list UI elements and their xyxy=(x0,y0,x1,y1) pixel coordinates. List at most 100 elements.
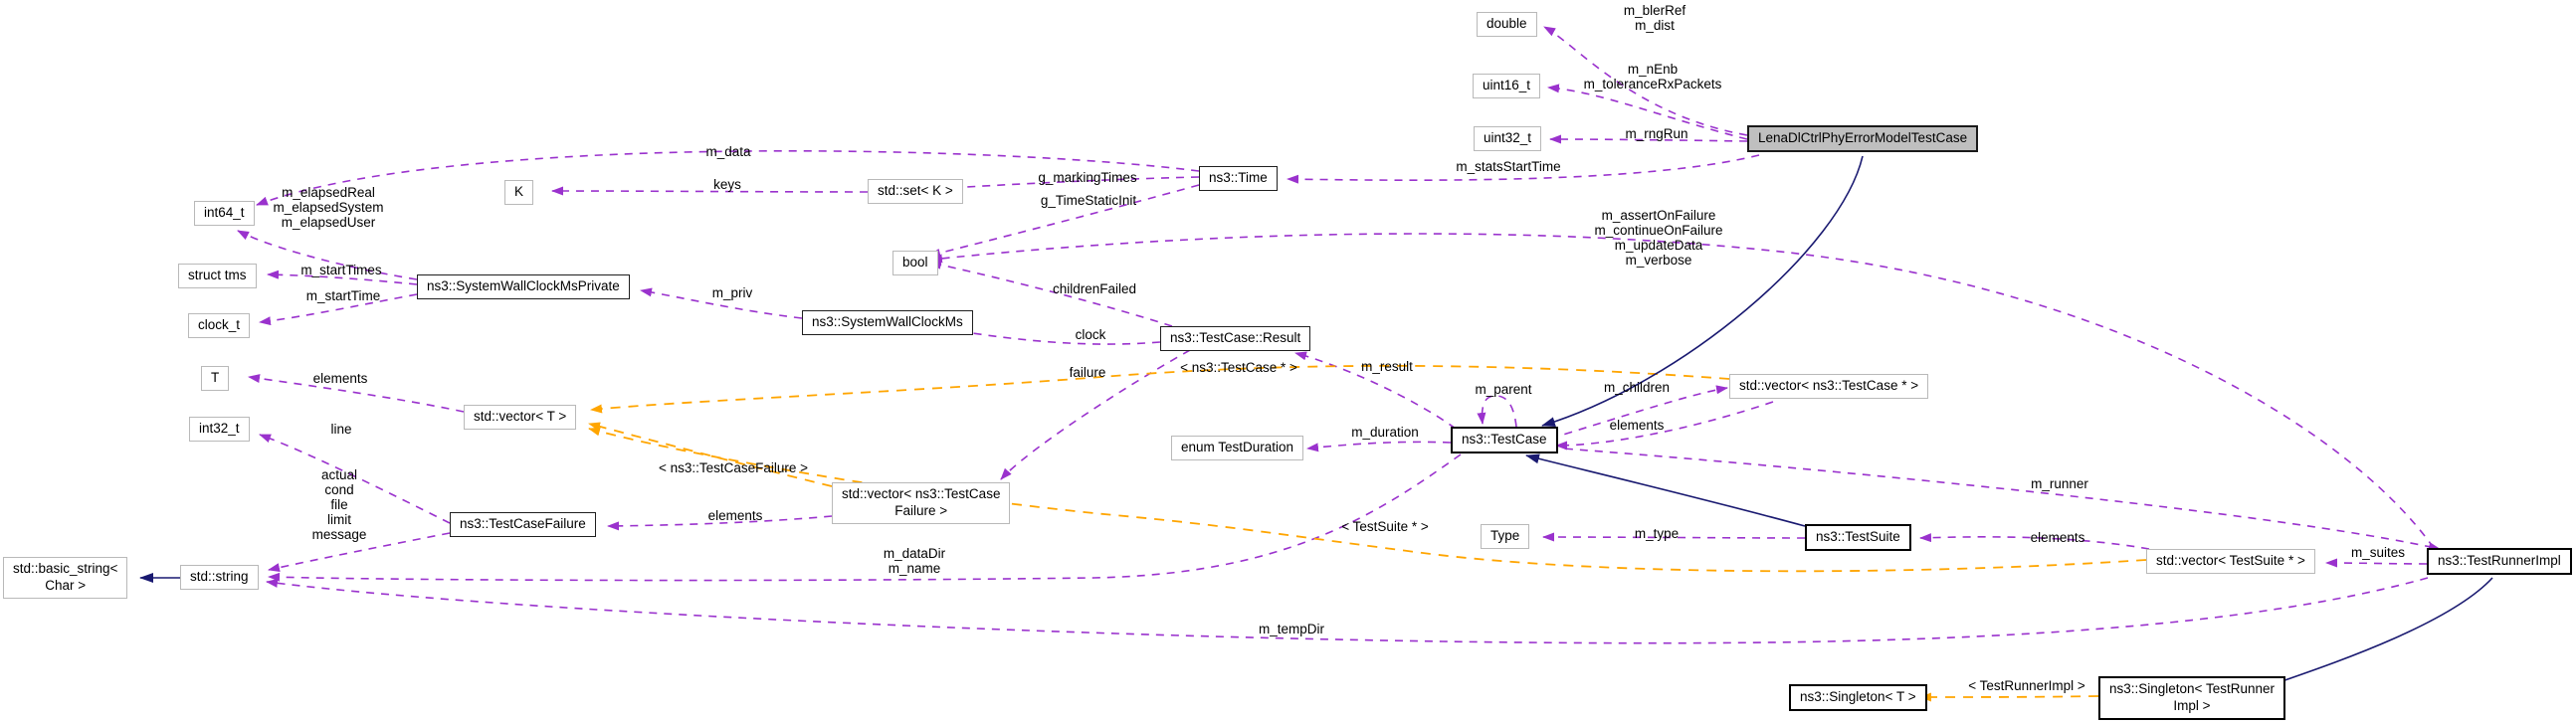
edge-elements-ts xyxy=(1919,533,2150,550)
edge-g-timestaticinit xyxy=(928,184,1200,258)
node-std-basic-string-char: std::basic_string< Char > xyxy=(3,557,128,599)
edge-label-failure: failure xyxy=(1069,365,1106,380)
node-std-vector-ns3-testcase-ptr: std::vector< ns3::TestCase * > xyxy=(1729,374,1929,399)
edge-m-suites xyxy=(2325,558,2428,568)
edge-m-nenb xyxy=(1547,84,1748,140)
node-std-set-k: std::set< K > xyxy=(868,179,963,204)
node-ns3-singleton-t[interactable]: ns3::Singleton< T > xyxy=(1789,684,1927,711)
node-struct-tms: struct tms xyxy=(178,264,257,288)
node-int64-t: int64_t xyxy=(194,201,255,226)
edge-label-m-blerref-m-dist: m_blerRef m_dist xyxy=(1623,3,1686,34)
edge-label-m-datadir-m-name: m_dataDir m_name xyxy=(883,546,946,577)
edge-label-m-rngrun: m_rngRun xyxy=(1625,126,1688,141)
node-uint16-t: uint16_t xyxy=(1473,74,1541,98)
node-ns3-time[interactable]: ns3::Time xyxy=(1199,166,1278,191)
edge-m-type xyxy=(1542,532,1806,542)
edge-label-m-result: m_result xyxy=(1361,359,1413,374)
node-type: Type xyxy=(1481,524,1530,549)
edge-label-m-priv: m_priv xyxy=(711,285,753,300)
node-double: double xyxy=(1477,12,1537,37)
edge-label-template-testcase-ptr: < ns3::TestCase * > xyxy=(1180,360,1297,375)
edge-inherit-testsuite-testcase xyxy=(1525,453,1806,527)
edge-m-result xyxy=(1294,351,1457,430)
edge-line xyxy=(259,434,451,524)
edge-m-runner xyxy=(1549,447,2441,552)
edge-label-elements-tcf: elements xyxy=(707,508,763,523)
edge-elements-t xyxy=(248,374,465,413)
node-int32-t: int32_t xyxy=(189,417,250,442)
edge-actual-cond xyxy=(268,532,451,573)
edge-label-g-timestaticinit: g_TimeStaticInit xyxy=(1040,193,1137,208)
node-ns3-systemwallclockms[interactable]: ns3::SystemWallClockMs xyxy=(802,310,973,335)
edge-label-template-testcasefailure: < ns3::TestCaseFailure > xyxy=(658,460,809,475)
edge-label-line: line xyxy=(330,422,352,437)
edge-m-children xyxy=(1549,385,1728,440)
edge-elements-tc xyxy=(1555,401,1774,451)
edge-m-tempdir xyxy=(266,577,2429,644)
edge-label-elements-tc: elements xyxy=(1609,418,1665,433)
edge-template-testsuite-ptr xyxy=(588,427,2147,573)
edge-m-parent-selfloop xyxy=(1477,395,1517,428)
edge-label-template-testrunnerimpl: < TestRunnerImpl > xyxy=(1968,678,2085,693)
edge-m-data xyxy=(256,149,1200,206)
edge-label-clock: clock xyxy=(1075,327,1106,342)
edge-label-childrenfailed: childrenFailed xyxy=(1052,281,1137,296)
edge-label-g-markingtimes: g_markingTimes xyxy=(1038,170,1137,185)
edge-m-priv xyxy=(640,287,803,319)
edge-template-testrunnerimpl xyxy=(1919,692,2099,702)
node-t: T xyxy=(201,366,230,391)
edge-label-keys: keys xyxy=(713,177,741,192)
member-edges xyxy=(237,26,2441,644)
node-std-vector-ns3-testcasefailure: std::vector< ns3::TestCase Failure > xyxy=(832,482,1011,524)
node-clock-t: clock_t xyxy=(188,313,251,338)
edge-label-m-assert-group: m_assertOnFailure m_continueOnFailure m_… xyxy=(1594,208,1723,269)
node-std-vector-t: std::vector< T > xyxy=(464,405,577,430)
node-ns3-testcase-result[interactable]: ns3::TestCase::Result xyxy=(1160,326,1311,351)
edge-m-assert-group xyxy=(930,233,2435,549)
edge-elements-tcf xyxy=(607,515,833,531)
edge-label-template-testsuite-ptr: < TestSuite * > xyxy=(1341,519,1429,534)
edge-label-m-children: m_children xyxy=(1603,380,1671,395)
edge-label-m-duration: m_duration xyxy=(1351,425,1419,440)
edge-label-m-nenb-m-tolerancerxpackets: m_nEnb m_toleranceRxPackets xyxy=(1583,62,1722,92)
edge-label-m-elapsed: m_elapsedReal m_elapsedSystem m_elapsedU… xyxy=(273,185,384,231)
node-enum-testduration: enum TestDuration xyxy=(1171,436,1304,460)
edge-label-m-data: m_data xyxy=(705,144,751,159)
edge-label-m-type: m_type xyxy=(1634,526,1680,541)
edge-label-elements-t: elements xyxy=(312,371,368,386)
template-edges xyxy=(588,364,2147,702)
edge-label-m-statsstarttime: m_statsStartTime xyxy=(1456,159,1561,174)
node-ns3-singleton-testrunnerimpl[interactable]: ns3::Singleton< TestRunner Impl > xyxy=(2098,676,2285,720)
edge-label-actual-cond-file-limit-message: actual cond file limit message xyxy=(311,467,367,543)
edge-m-starttime xyxy=(259,293,418,326)
edge-template-testcase-ptr xyxy=(590,364,1730,414)
edge-label-elements-ts: elements xyxy=(2030,530,2085,545)
edge-m-datadir-m-name xyxy=(268,453,1462,582)
edge-label-m-runner: m_runner xyxy=(2031,476,2088,491)
edge-label-m-tempdir: m_tempDir xyxy=(1258,622,1325,636)
edge-label-m-starttimes: m_startTimes xyxy=(300,263,382,277)
edge-label-m-parent: m_parent xyxy=(1475,382,1532,397)
node-std-vector-testsuite-ptr: std::vector< TestSuite * > xyxy=(2146,549,2315,574)
node-lenadlctrlphyerrormodeltestcase: LenaDlCtrlPhyErrorModelTestCase xyxy=(1747,125,1979,152)
edge-m-elapsed xyxy=(237,230,418,280)
node-ns3-testrunnerimpl[interactable]: ns3::TestRunnerImpl xyxy=(2427,548,2572,575)
edge-inherit-lena-testcase xyxy=(1541,155,1864,427)
edge-template-testcasefailure xyxy=(588,422,833,487)
edge-m-blerref xyxy=(1543,26,1748,136)
edge-label-m-starttime: m_startTime xyxy=(305,288,381,303)
node-ns3-testcase[interactable]: ns3::TestCase xyxy=(1451,427,1558,453)
node-ns3-testcasefailure[interactable]: ns3::TestCaseFailure xyxy=(450,512,596,537)
edge-failure xyxy=(1000,349,1191,480)
edge-keys xyxy=(551,186,869,196)
inheritance-edges xyxy=(139,155,2493,686)
node-ns3-systemwallclockmsprivate[interactable]: ns3::SystemWallClockMsPrivate xyxy=(417,274,630,299)
node-bool: bool xyxy=(892,251,938,275)
edge-m-duration xyxy=(1306,441,1452,452)
edge-clock xyxy=(945,326,1161,345)
edge-inherit-tri-singleton xyxy=(2270,577,2493,686)
edge-label-m-suites: m_suites xyxy=(2350,545,2406,560)
node-ns3-testsuite[interactable]: ns3::TestSuite xyxy=(1805,524,1911,551)
